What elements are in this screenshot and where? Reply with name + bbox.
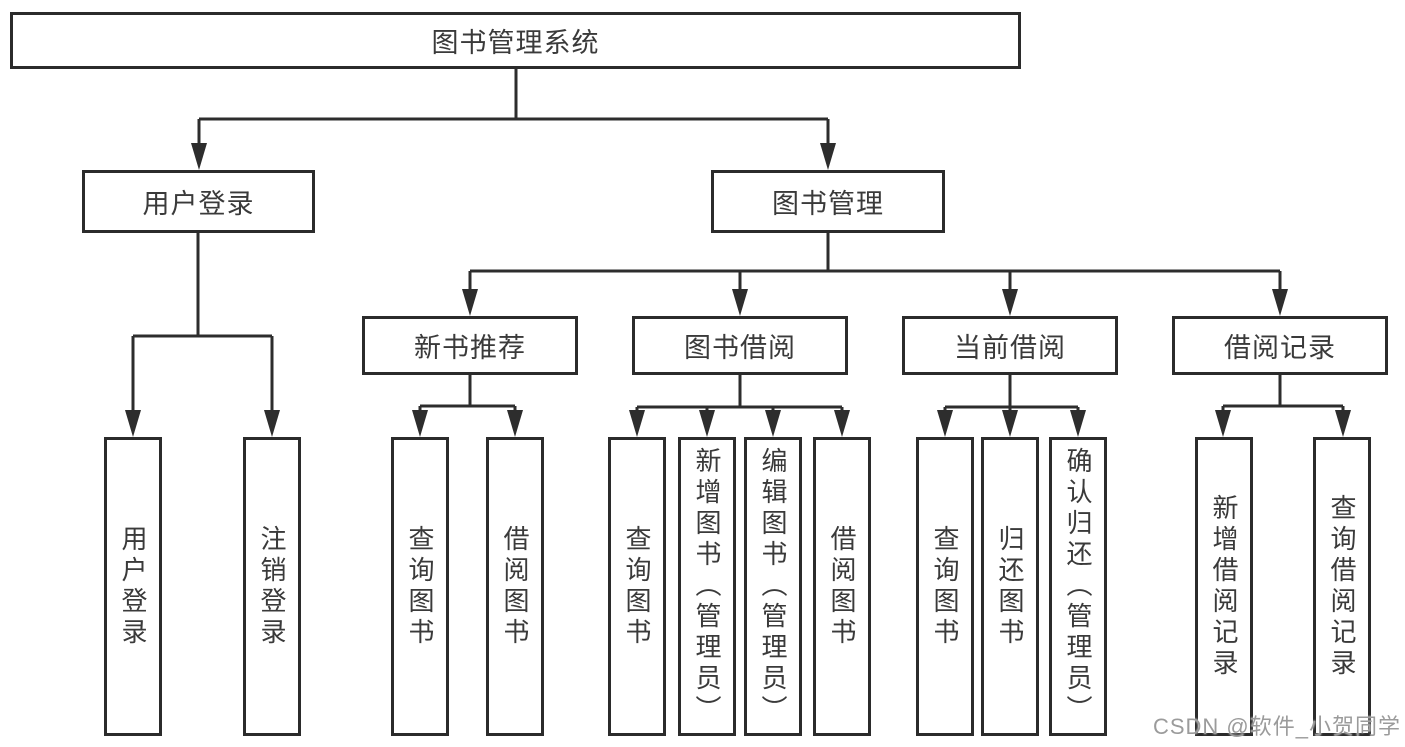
node-book-borrowing: 图书借阅 [632,316,848,375]
arrow-down-icon [507,410,523,437]
node-label: 编辑图书（管理员） [758,447,788,726]
arrow-down-icon [1272,289,1288,316]
node-user-login-leaf: 用户登录 [104,437,162,736]
node-edit-books-admin: 编辑图书（管理员） [744,437,802,736]
node-user-login: 用户登录 [82,170,315,233]
arrow-down-icon [125,410,141,437]
node-label: 用户登录 [118,524,148,649]
node-borrow-books: 借阅图书 [813,437,871,736]
connector-borrowing-records-spine [1223,375,1343,408]
node-query-books: 查询图书 [391,437,449,736]
node-confirm-return-admin: 确认归还（管理员） [1049,437,1107,736]
arrow-down-icon [937,410,953,437]
node-label: 查询图书 [405,524,435,649]
node-book-management: 图书管理 [711,170,945,233]
arrow-down-icon [1002,410,1018,437]
node-query-borrow-record: 查询借阅记录 [1313,437,1371,736]
node-label: 新书推荐 [414,333,526,363]
node-query-books: 查询图书 [608,437,666,736]
node-label: 确认归还（管理员） [1063,447,1093,726]
node-query-books: 查询图书 [916,437,974,736]
arrow-down-icon [264,410,280,437]
node-return-books: 归还图书 [981,437,1039,736]
connector-book-management-spine [470,233,1280,273]
arrow-down-icon [732,289,748,316]
node-add-books-admin: 新增图书（管理员） [678,437,736,736]
node-label: 查询借阅记录 [1327,493,1357,680]
connector-new-book-spine [420,375,515,408]
node-borrow-books: 借阅图书 [486,437,544,736]
arrow-down-icon [820,143,836,170]
arrow-down-icon [699,410,715,437]
node-library-management-system: 图书管理系统 [10,12,1021,69]
node-logout: 注销登录 [243,437,301,736]
node-borrowing-records: 借阅记录 [1172,316,1388,375]
csdn-watermark: CSDN @软件_小贺同学 [1152,714,1401,739]
node-add-borrow-record: 新增借阅记录 [1195,437,1253,736]
node-label: 新增图书（管理员） [692,447,722,726]
node-label: 借阅图书 [500,524,530,649]
arrow-down-icon [191,143,207,170]
node-label: 图书管理系统 [431,28,600,58]
arrow-down-icon [1002,289,1018,316]
connector-root-spine [199,69,828,121]
node-label: 借阅记录 [1224,333,1336,363]
arrow-down-icon [1215,410,1231,437]
node-label: 注销登录 [257,524,287,649]
arrow-down-icon [765,410,781,437]
arrow-down-icon [834,410,850,437]
connector-current-borrowing-spine [945,375,1078,409]
node-label: 查询图书 [622,524,652,649]
node-label: 查询图书 [930,524,960,649]
arrow-down-icon [629,410,645,437]
connector-book-borrowing-spine [637,375,842,409]
node-label: 新增借阅记录 [1209,493,1239,680]
node-label: 用户登录 [142,189,255,219]
node-new-book-recommendation: 新书推荐 [362,316,578,375]
arrow-down-icon [462,289,478,316]
connector-user-login-spine [133,233,272,338]
node-label: 当前借阅 [954,333,1066,363]
arrow-down-icon [1335,410,1351,437]
node-label: 归还图书 [995,524,1025,649]
node-current-borrowing: 当前借阅 [902,316,1118,375]
node-label: 图书借阅 [684,333,796,363]
arrow-down-icon [1070,410,1086,437]
node-label: 借阅图书 [827,524,857,649]
arrow-down-icon [412,410,428,437]
node-label: 图书管理 [772,189,884,219]
